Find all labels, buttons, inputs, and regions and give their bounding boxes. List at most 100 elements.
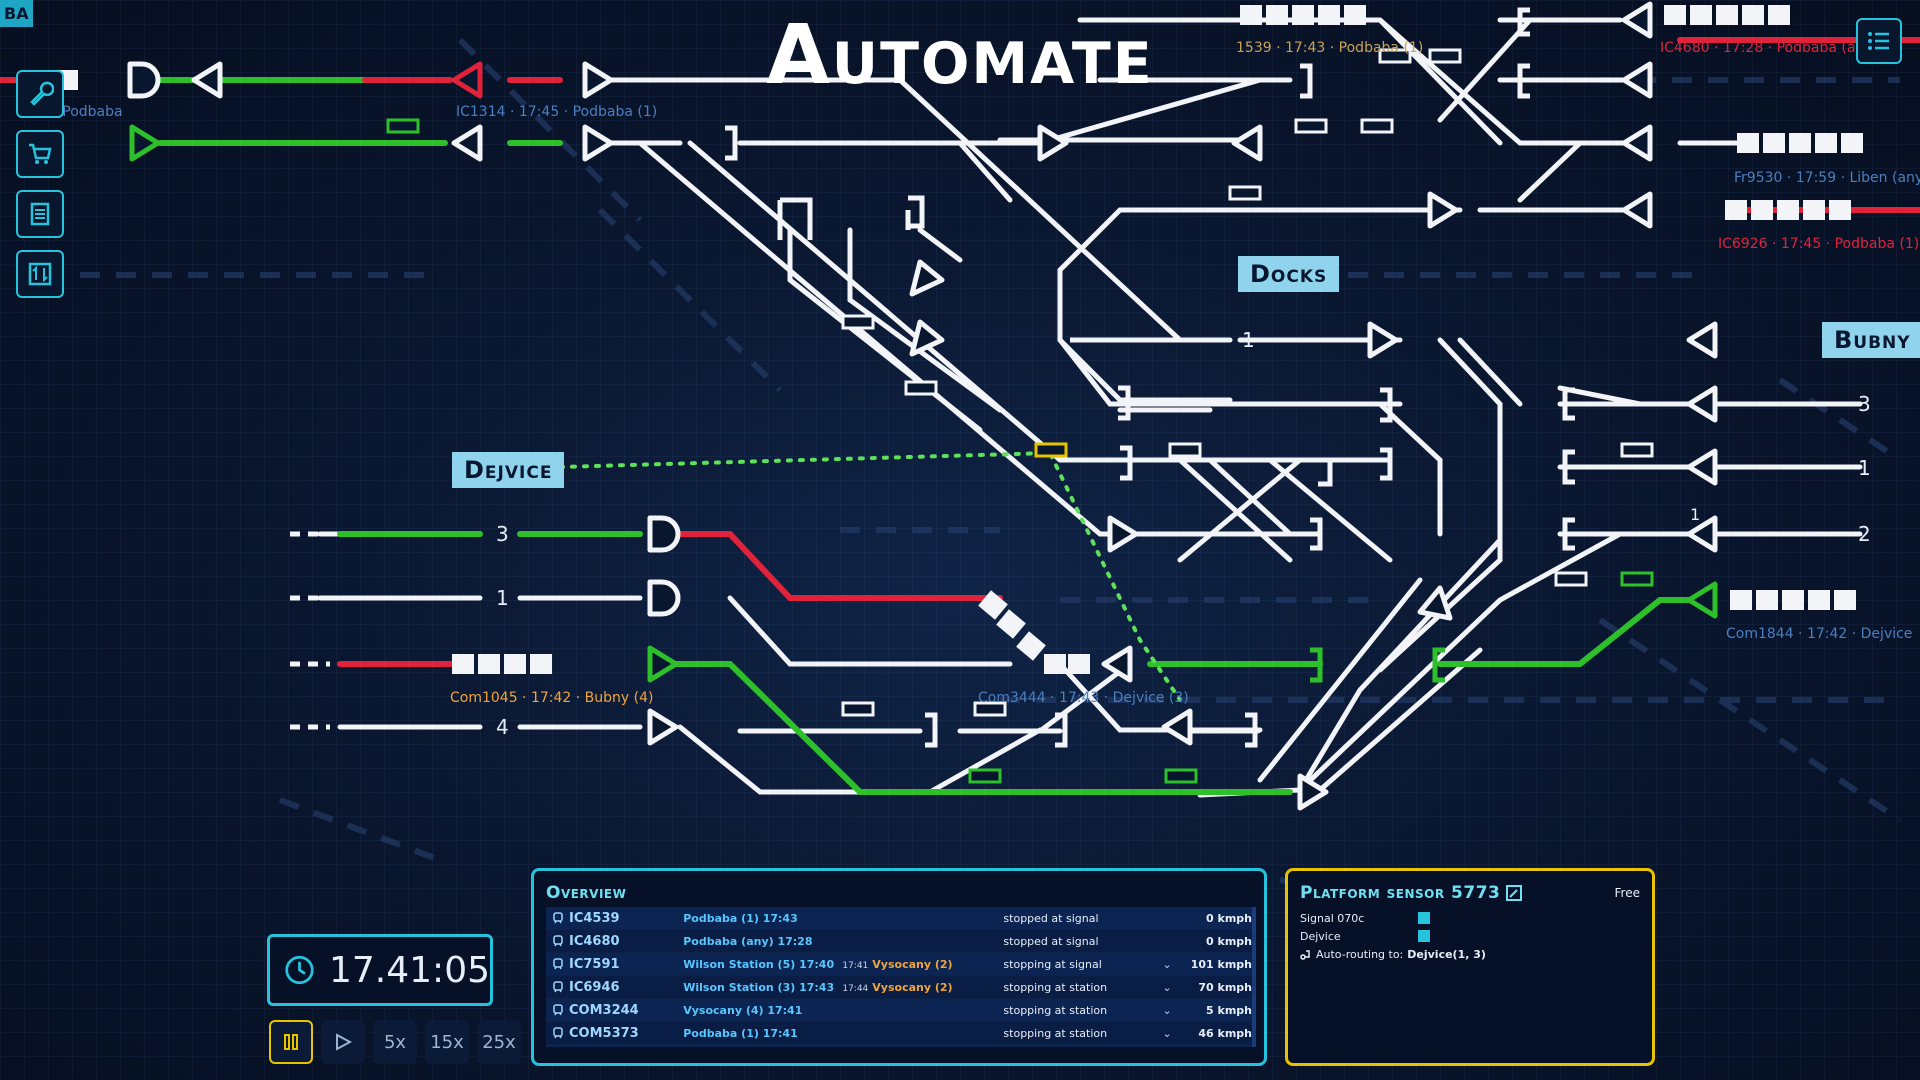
autorouting-label: Auto-routing to: (1316, 947, 1404, 961)
train-destination: Wilson Station (5) 17:40 (683, 957, 835, 971)
train-id: IC4680 (546, 934, 683, 949)
train-state: stopped at signal (1003, 911, 1099, 925)
list-icon (30, 202, 50, 226)
speed-controls: 5x 15x 25x (269, 1020, 529, 1064)
signal-t11 (1107, 515, 1139, 553)
table-row[interactable]: COM1045Bubny (4) 17:44Dejvice (1)stopped… (546, 1045, 1252, 1047)
chevron-down-icon[interactable]: ⌄ (1162, 980, 1172, 994)
platform-number: 4 (496, 715, 509, 739)
train-id-text: IC4539 (569, 910, 620, 926)
station-label-bubny[interactable]: Bubny (1822, 322, 1920, 358)
switch-markers-green[interactable] (386, 118, 1654, 784)
platform-number: 3 (496, 522, 509, 546)
train-com1045 (452, 654, 552, 674)
signal-t27 (647, 515, 681, 553)
train-tag-ic6926[interactable]: IC6926 · 17:45 · Podbaba (1) (1718, 236, 1920, 252)
autorouting-value: Dejvice(1, 3) (1407, 947, 1486, 961)
toolbar (16, 70, 66, 310)
train-destination: Vysocany (4) 17:41 (683, 1003, 803, 1017)
sensor-signal-row: Signal 070c (1300, 909, 1652, 927)
switch-markers[interactable] (841, 48, 1654, 717)
train-speed: 101 kmph (1190, 957, 1253, 971)
signal-t14 (1297, 773, 1329, 811)
menu-button[interactable] (1856, 18, 1902, 64)
train-icon (553, 1027, 563, 1039)
signal-t29 (127, 61, 161, 99)
signals[interactable] (127, 1, 1718, 811)
sensor-panel: Platform sensor 5773 Free Signal 070c De… (1285, 868, 1655, 1066)
station-label-dejvice[interactable]: Dejvice (452, 452, 565, 488)
speed-5x-button[interactable]: 5x (373, 1020, 417, 1064)
train-destination: Wilson Station (3) 17:43 (683, 980, 835, 994)
train-ic6926 (1725, 200, 1851, 220)
station-label-docks[interactable]: Docks (1238, 256, 1340, 292)
signal-t24 (1621, 1, 1653, 39)
green-tracks (157, 77, 1703, 795)
signal-t10 (1367, 321, 1399, 359)
goto-place-button[interactable] (1418, 930, 1430, 942)
list-button[interactable] (16, 190, 64, 238)
track-stubs (290, 337, 1110, 730)
train-id-text: COM3244 (569, 1002, 639, 1018)
train-via (842, 912, 1003, 925)
signal-t15 (1417, 585, 1453, 621)
sensor-place: Dejvice (1300, 929, 1341, 943)
pause-icon (284, 1034, 298, 1050)
train-tag-com1844[interactable]: Com1844 · 17:42 · Dejvice (1726, 626, 1913, 642)
chevron-down-icon[interactable]: ⌄ (1162, 957, 1172, 971)
switch-marker-selected[interactable] (1034, 442, 1068, 458)
speed-25x-button[interactable]: 25x (477, 1020, 521, 1064)
train-tag-fr9530[interactable]: Fr9530 · 17:59 · Liben (any) (1734, 170, 1920, 186)
train-state: stopping at station (1003, 980, 1108, 994)
train-com3444 (978, 590, 1090, 674)
train-tag-com1045[interactable]: Com1045 · 17:42 · Bubny (4) (450, 690, 654, 706)
play-button[interactable] (321, 1020, 365, 1064)
train-id-text: COM5373 (569, 1025, 639, 1041)
train-id-text: IC6946 (569, 979, 620, 995)
train-id: IC6946 (546, 980, 683, 995)
edit-icon[interactable] (1506, 885, 1523, 901)
trains[interactable] (30, 5, 1863, 674)
wrench-button[interactable] (16, 70, 64, 118)
corner-tag: BA (0, 0, 33, 27)
chevron-down-icon[interactable]: ⌄ (1162, 1003, 1172, 1017)
train-id-text: IC7591 (569, 956, 620, 972)
train-tag-ic4680[interactable]: IC4680 · 17:28 · Podbaba (any) (1660, 40, 1879, 56)
platform-number: 1 (496, 586, 509, 610)
train-via (842, 935, 1003, 948)
train-state: stopping at station (1003, 1026, 1108, 1040)
train-icon (553, 935, 563, 947)
signal-t12 (1101, 645, 1133, 683)
pause-button[interactable] (269, 1020, 313, 1064)
cart-button[interactable] (16, 130, 64, 178)
goto-signal-button[interactable] (1418, 912, 1430, 924)
sensor-title: Platform sensor 5773 (1300, 883, 1501, 903)
train-tag-com3444[interactable]: Com3444 · 17:43 · Dejvice (3) (978, 690, 1189, 706)
train-icon (553, 1004, 563, 1016)
clock-time: 17.41:05 (329, 949, 490, 991)
signal-t26 (909, 319, 945, 357)
chevron-down-icon[interactable]: ⌄ (1162, 1026, 1172, 1040)
train-tag-ic1314[interactable]: IC1314 · 17:45 · Podbaba (1) (456, 104, 658, 120)
game-clock: 17.41:05 (267, 934, 493, 1006)
train-via-time: 17:44 (842, 983, 869, 994)
train-id-text: IC4680 (569, 933, 620, 949)
speed-15x-button[interactable]: 15x (425, 1020, 469, 1064)
signal-t18 (1686, 448, 1718, 486)
sensor-autorouting-row: Auto-routing to: Dejvice(1, 3) (1300, 945, 1652, 963)
train-via-station: Vysocany (2) (872, 957, 953, 971)
signal-t8 (1231, 124, 1263, 162)
sort-button[interactable] (16, 250, 64, 298)
sensor-status: Free (1614, 886, 1640, 900)
train-tag-ic4539[interactable]: 1539 · 17:43 · Podbaba (1) (1236, 40, 1424, 56)
train-via-station: Vysocany (2) (872, 980, 953, 994)
